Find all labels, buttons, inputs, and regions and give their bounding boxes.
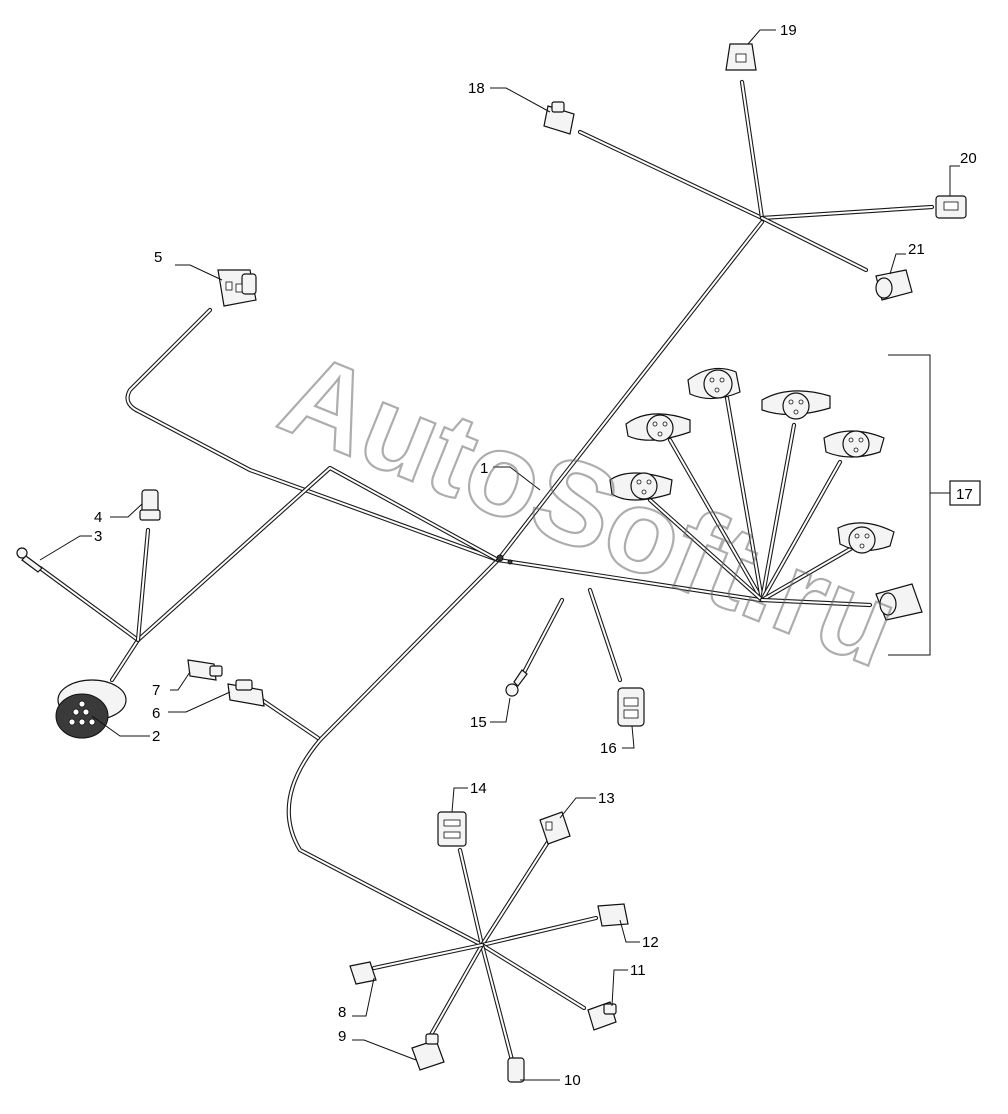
connector-18 [543,101,575,135]
connector-21 [875,269,913,301]
callout-18: 18 [468,80,485,97]
socket-17c [625,413,691,442]
callout-6: 6 [152,705,160,722]
connector-4 [139,489,161,521]
callout-8: 8 [338,1004,346,1021]
bracket-17 [888,354,931,656]
callout-14: 14 [470,780,487,797]
socket-17g [875,583,923,621]
socket-17a [687,367,741,400]
connectors [16,43,967,1083]
socket-group-17 [609,367,923,621]
callout-box-17 [949,480,981,506]
callout-1: 1 [480,460,488,477]
callout-5: 5 [154,249,162,266]
connector-19 [725,43,757,71]
callout-7: 7 [152,682,160,699]
connector-11 [587,1001,617,1031]
connector-6 [227,679,265,707]
callout-12: 12 [642,934,659,951]
callout-10: 10 [564,1072,581,1089]
harness-wires [37,79,935,1063]
wire-fan-17 [647,395,873,608]
ring-terminal-15 [505,669,528,697]
connector-8 [349,961,377,985]
connector-10 [507,1057,525,1083]
socket-17f [837,522,895,554]
callout-19: 19 [780,22,797,39]
callout-11: 11 [630,962,646,979]
ring-terminal-3 [16,547,43,573]
socket-17e [609,472,673,501]
callout-16: 16 [600,740,617,757]
callout-13: 13 [598,790,615,807]
socket-17b [761,390,831,420]
connector-13 [539,811,571,845]
callout-20: 20 [960,150,977,167]
connector-12 [597,903,629,927]
connector-5 [217,269,257,307]
callout-2: 2 [152,728,160,745]
callout-numbers: 1 2 3 4 5 6 7 8 9 10 11 12 13 14 15 16 1… [94,22,977,1089]
connector-7 [187,659,223,681]
callout-17: 17 [956,486,973,503]
junction-clip [496,554,513,565]
callout-9: 9 [338,1028,346,1045]
connector-16 [617,687,645,727]
callout-15: 15 [470,714,487,731]
socket-17d [823,430,885,458]
callout-21: 21 [908,241,925,258]
callout-4: 4 [94,509,102,526]
connector-14 [437,811,467,847]
wire-star-bottom [371,839,599,1063]
callout-3: 3 [94,528,102,545]
round-connector-2 [55,679,127,739]
connector-20 [935,195,967,219]
connector-9 [411,1033,445,1071]
leader-lines [39,29,960,1081]
